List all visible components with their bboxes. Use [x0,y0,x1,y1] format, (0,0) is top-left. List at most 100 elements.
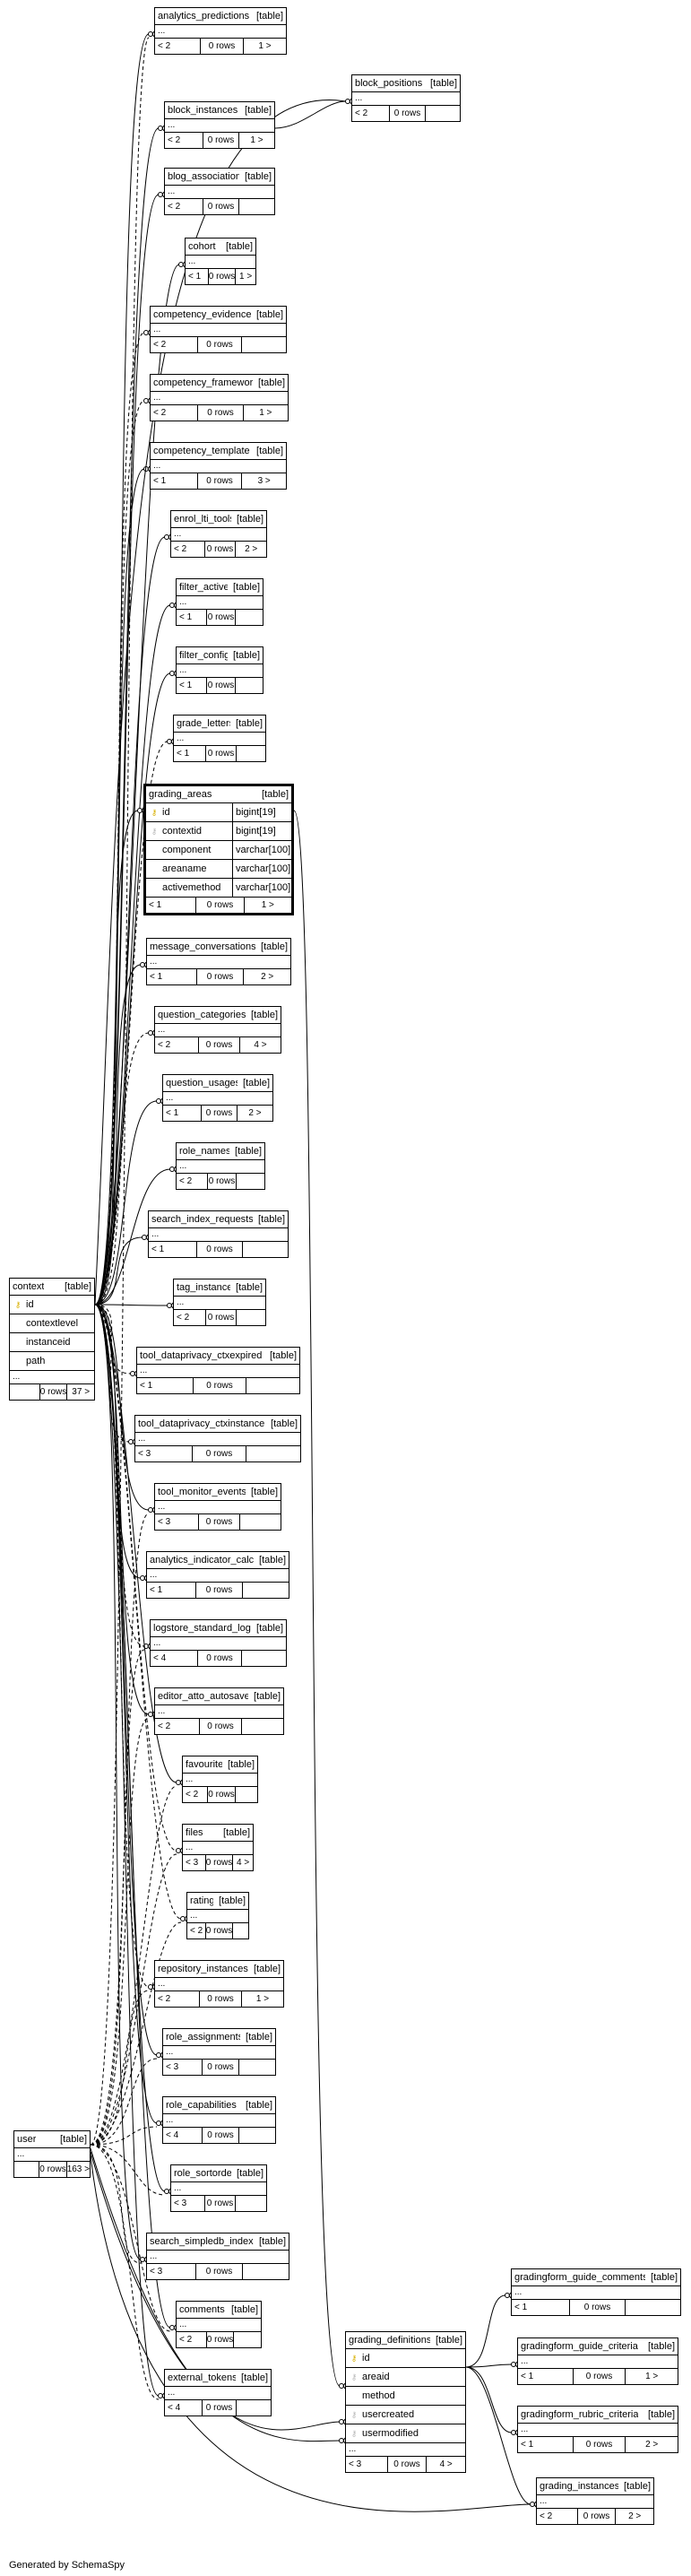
table-name: role_sortorder [174,2168,232,2179]
foreign-key-icon: ⚷ [350,2409,358,2419]
column-row: path [10,1352,94,1371]
row-count: 0 rows [207,269,235,284]
child-count: 2 > [615,2509,653,2524]
parent-count: < 2 [540,2511,553,2521]
table-tool-dataprivacy-ctxexpired[interactable]: tool_dataprivacy_ctxexpired[table]...< 1… [136,1347,300,1394]
child-count [239,1514,281,1530]
parent-count: < 2 [190,1926,203,1936]
crows-foot-logstore-standard-log [143,1643,151,1650]
parent-count: < 1 [153,476,167,486]
table-name: question_categories [158,1010,246,1020]
foreign-key-icon: ⚷ [350,2372,358,2381]
table-name: user [17,2134,37,2145]
edge-grading-areas-grading-definitions [293,810,341,2387]
crows-foot-grade-letters [167,738,174,745]
table-name: search_simpledb_index [150,2236,254,2247]
edge-context-role-assignments [94,1304,158,2056]
crows-foot-competency-framework [143,397,151,404]
row-count: 0 rows [39,2162,66,2177]
table-name: question_usages [166,1078,238,1089]
child-count: 4 > [232,1855,253,1870]
table-kind: [table] [256,1623,283,1634]
crows-foot-question-categories [148,1029,155,1036]
crows-foot-role-names [169,1166,177,1173]
table-header: analytics_predictions[table] [155,8,286,25]
child-count [242,1583,289,1598]
row-count: 0 rows [205,746,235,761]
edge-user-external-tokens [90,2144,160,2400]
child-count [246,1446,300,1461]
column-row: instanceid [10,1333,94,1352]
child-count: 1 > [243,39,286,54]
table-gradingform-rubric-criteria[interactable]: gradingform_rubric_criteria[table]...< 1… [517,2406,678,2453]
table-kind: [table] [256,11,283,22]
child-count: 4 > [239,1037,281,1053]
row-count: 0 rows [195,969,244,984]
table-header: gradingform_rubric_criteria[table] [518,2407,678,2424]
column-name-text: activemethod [162,882,221,893]
table-kind: [table] [226,241,253,252]
row-count: 0 rows [203,2196,236,2211]
table-tool-dataprivacy-ctxinstance[interactable]: tool_dataprivacy_ctxinstance[table]...< … [134,1415,301,1462]
table-name: role_assignments [166,2032,241,2043]
table-kind: [table] [261,941,288,952]
more-columns-ellipsis: ... [186,256,255,269]
parent-count: < 1 [166,1108,179,1118]
parent-count: < 1 [521,2440,534,2450]
edge-context-enrol-lti-tools [94,536,166,1305]
row-count: 0 rows [196,1651,242,1666]
more-columns-ellipsis: ... [137,1365,299,1378]
column-name: ⚷id [10,1299,94,1310]
foreign-key-icon: ⚷ [151,826,158,836]
column-type: varchar[100] [232,860,291,878]
table-kind: [table] [254,1964,281,1974]
child-count [236,1174,264,1189]
